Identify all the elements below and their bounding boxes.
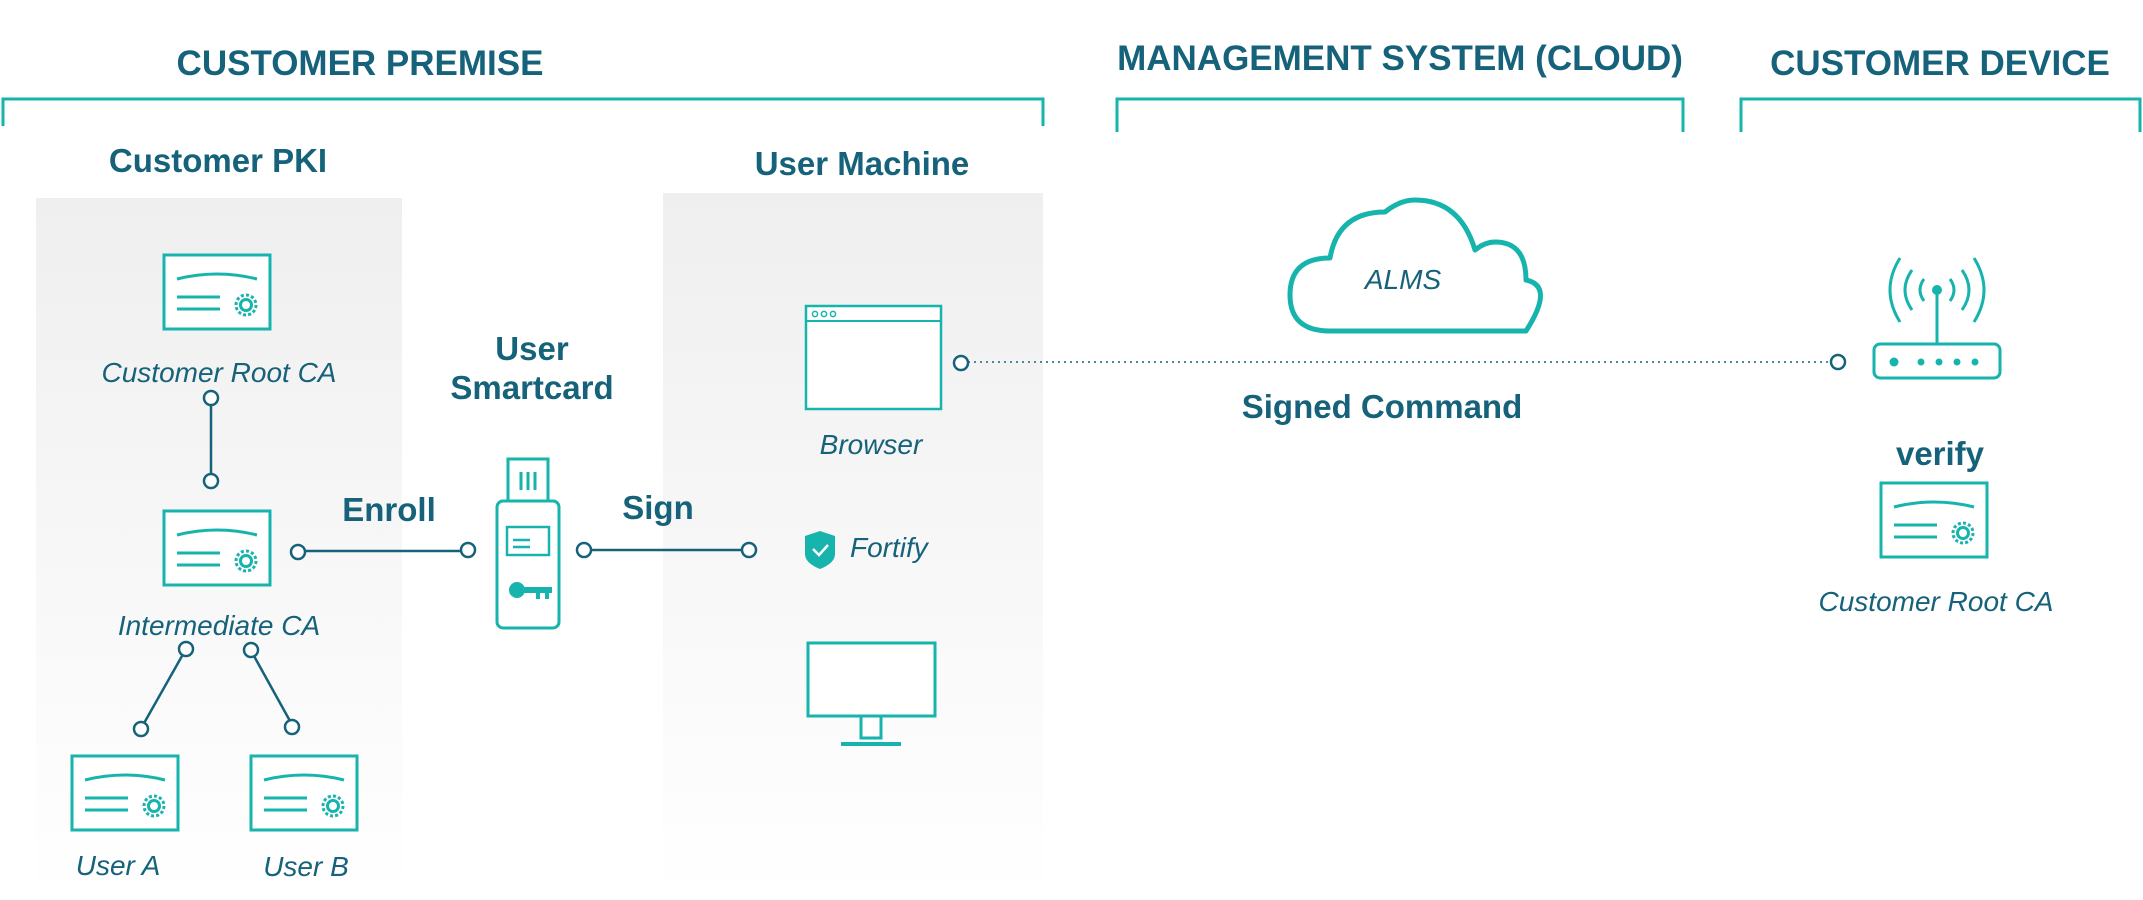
intermediate-ca-label: Intermediate CA [118,610,320,641]
user-machine-title: User Machine [755,145,970,182]
cloud-icon [1287,197,1543,334]
device-root-ca-label: Customer Root CA [1819,586,2054,617]
bracket-customer-premise [1,97,1045,126]
user-b-label: User B [263,851,349,882]
cloud-label: ALMS [1363,264,1442,295]
smartcard-label-line2: Smartcard [450,369,613,406]
verify-label: verify [1896,435,1985,472]
sign-label: Sign [622,489,694,526]
link-node [459,541,477,559]
link-node [575,541,593,559]
link-node [202,389,220,407]
user-a-label: User A [76,850,161,881]
shield-check-icon [805,531,835,569]
intermediate-user-b-link [252,655,292,722]
device-root-ca-certificate-icon [1879,481,1989,559]
smartcard-label-line1: User [495,330,569,367]
bracket-customer-device [1739,97,2142,132]
intermediate-user-a-link [141,655,184,726]
link-node [242,641,260,659]
root-ca-certificate-icon [162,253,272,331]
bracket-management-system [1115,97,1685,132]
link-node [132,720,150,738]
router-icon [1872,257,2002,380]
link-node [952,354,970,372]
shield-check-mark [812,544,829,557]
section-customer-premise: CUSTOMER PREMISE [177,44,544,83]
user-b-certificate-icon [249,754,359,832]
key-icon [509,582,552,599]
signed-command-label: Signed Command [1242,388,1523,425]
enroll-label: Enroll [342,491,436,528]
link-node [1829,353,1847,371]
link-node [202,472,220,490]
link-node [177,640,195,658]
link-node [283,718,301,736]
root-ca-label: Customer Root CA [102,357,337,388]
fortify-label: Fortify [850,532,930,563]
monitor-icon [806,641,937,746]
smartcard-usb-icon [495,457,561,630]
intermediate-ca-certificate-icon [162,509,272,587]
section-management-system: MANAGEMENT SYSTEM (CLOUD) [1117,39,1683,78]
customer-pki-title: Customer PKI [109,142,327,179]
section-customer-device: CUSTOMER DEVICE [1770,44,2110,83]
browser-label: Browser [820,429,924,460]
browser-window-icon [804,304,943,411]
link-node [740,541,758,559]
user-a-certificate-icon [70,754,180,832]
link-node [289,543,307,561]
